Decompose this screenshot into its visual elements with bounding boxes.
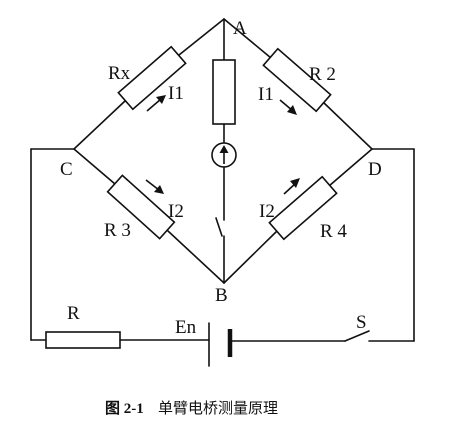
resistor-label-r4: R 4 — [320, 221, 347, 242]
switch-s-blade-icon — [344, 330, 370, 342]
resistor-label-r: R — [67, 303, 80, 324]
resistor-label-rx: Rx — [108, 63, 131, 84]
resistor-rx — [117, 45, 187, 111]
current-arrow-r3 — [145, 179, 164, 194]
node-label-a: A — [233, 18, 247, 39]
switch-label: S — [356, 312, 367, 333]
arm-a-c — [73, 18, 225, 150]
meter-resistor — [212, 59, 236, 125]
arm-d-b — [223, 148, 373, 284]
current-arrow-rx — [146, 95, 166, 112]
arm-c-b — [73, 148, 225, 284]
switch-blade-icon — [215, 217, 223, 237]
resistor-r2 — [262, 47, 332, 113]
current-label-rx: I1 — [168, 83, 184, 104]
outer-circuit — [30, 148, 415, 367]
node-label-d: D — [368, 159, 382, 180]
resistor-r — [45, 331, 121, 349]
battery-label: En — [175, 317, 197, 338]
figure-title: 单臂电桥测量原理 — [158, 400, 278, 417]
figure-number: 图 2-1 — [105, 400, 144, 417]
current-label-r4: I2 — [259, 201, 275, 222]
resistor-label-r3: R 3 — [104, 220, 131, 241]
current-label-r2: I1 — [258, 84, 274, 105]
resistor-r3 — [106, 174, 176, 240]
resistor-label-r2: R 2 — [309, 64, 336, 85]
node-label-b: B — [215, 285, 228, 306]
current-arrow-r4 — [283, 178, 300, 195]
current-label-r3: I2 — [168, 201, 184, 222]
node-label-c: C — [60, 159, 73, 180]
current-arrow-r2 — [279, 99, 297, 115]
middle-branch — [211, 18, 237, 284]
resistor-r4 — [268, 175, 338, 241]
arm-a-d — [223, 18, 373, 150]
